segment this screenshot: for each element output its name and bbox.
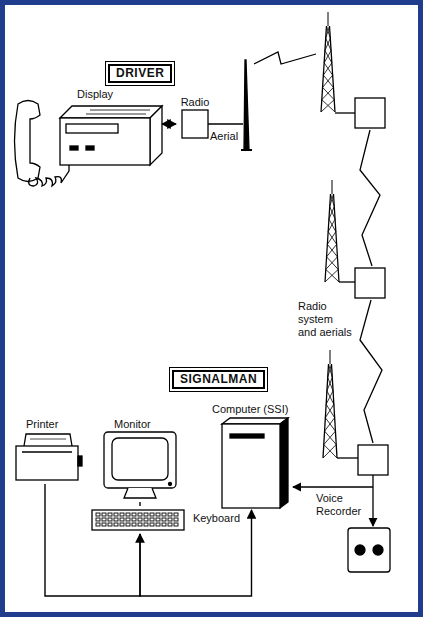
heading-text: DRIVER — [116, 67, 164, 80]
heading-text: SIGNALMAN — [180, 373, 257, 386]
computer-unit — [222, 418, 288, 508]
part-label: Aerial — [210, 130, 238, 143]
radio-link — [360, 130, 380, 266]
device-label: Display — [55, 88, 162, 101]
device-box: Keyboard — [90, 506, 240, 534]
radio-tower — [321, 12, 335, 112]
connector — [140, 510, 252, 596]
device-box: Radio — [176, 96, 214, 140]
device-label: Voice Recorder — [316, 492, 368, 518]
car-aerial — [244, 60, 249, 150]
part-label: Radio system and aerials — [298, 300, 352, 339]
radio-box — [182, 110, 208, 138]
radio-link — [360, 300, 382, 443]
handset — [15, 101, 41, 182]
device-label: Keyboard — [193, 512, 240, 525]
device-label: Monitor — [100, 418, 180, 431]
device-label: Radio — [176, 96, 214, 109]
device-box: Monitor — [100, 418, 180, 502]
radio-tower — [323, 350, 337, 458]
radio-link — [254, 52, 316, 64]
relay-box — [355, 98, 385, 128]
relay-box — [355, 268, 385, 298]
device-box: Voice Recorder — [316, 492, 392, 574]
voice-recorder-unit — [348, 528, 390, 572]
monitor-unit — [104, 432, 176, 498]
section-heading: SIGNALMAN — [172, 370, 265, 389]
device-label: Printer — [12, 418, 82, 431]
device-label: Computer (SSI) — [210, 403, 293, 416]
keyboard-unit — [92, 510, 184, 530]
connector — [139, 502, 140, 506]
recorder-wire — [372, 475, 373, 526]
display-unit — [60, 106, 162, 165]
aerial-wire — [208, 123, 243, 124]
device-box: Computer (SSI) — [210, 403, 293, 510]
radio-tower — [325, 180, 339, 282]
connector — [162, 123, 176, 124]
device-box: Display — [55, 88, 162, 172]
connector — [45, 484, 140, 596]
section-heading: DRIVER — [108, 64, 172, 83]
printer-unit — [16, 434, 82, 480]
relay-box — [358, 445, 388, 475]
computer-wire — [293, 486, 373, 487]
device-box: Printer — [12, 418, 82, 484]
